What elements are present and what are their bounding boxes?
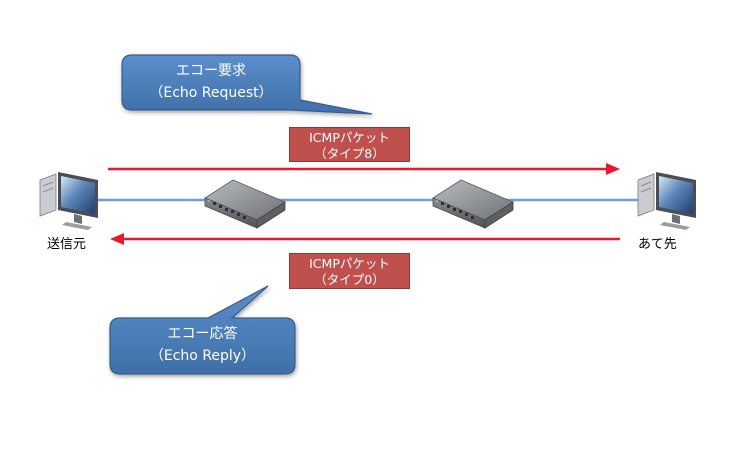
destination-label: あて先 xyxy=(638,237,677,252)
callout-echo-reply xyxy=(109,285,296,375)
request-packet-name: ICMPパケット xyxy=(309,130,390,145)
reply-packet-name: ICMPパケット xyxy=(309,256,390,271)
network-switch-icon xyxy=(204,179,286,229)
request-arrow xyxy=(108,163,620,175)
sender-label: 送信元 xyxy=(47,237,87,252)
request-packet-label: ICMPパケット （タイプ8） xyxy=(289,127,410,162)
computer-icon xyxy=(39,172,98,230)
callout-echo-request xyxy=(121,54,373,115)
computer-icon xyxy=(637,172,696,230)
reply-arrow xyxy=(110,233,620,245)
reply-packet-type: （タイプ0） xyxy=(314,272,385,287)
reply-packet-label: ICMPパケット （タイプ0） xyxy=(289,253,410,289)
request-packet-type: （タイプ8） xyxy=(314,146,385,161)
network-switch-icon xyxy=(432,179,514,229)
